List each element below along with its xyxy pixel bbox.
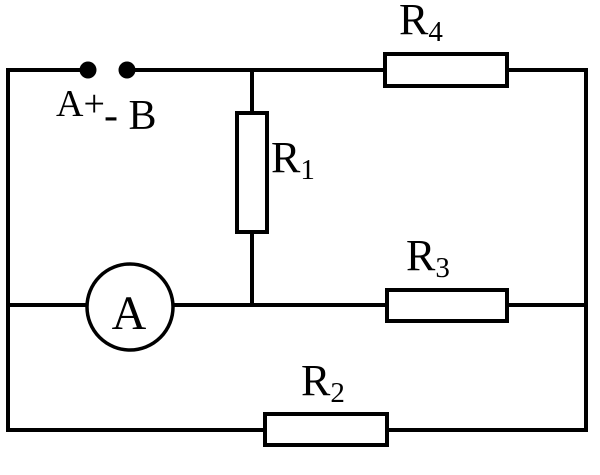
resistor-r2-label-sub: 2	[330, 377, 345, 409]
resistor-r4-label: R4	[399, 0, 443, 48]
resistor-r2-label-main: R	[301, 356, 331, 405]
terminal-a-label: A+	[56, 83, 105, 125]
ammeter-label: A	[112, 287, 147, 340]
resistor-r1-body	[235, 111, 269, 234]
terminal-a-dot	[79, 61, 97, 79]
resistor-r4-body	[383, 52, 509, 88]
resistor-r3-label-sub: 3	[435, 252, 450, 284]
resistor-r1-label: R1	[271, 133, 315, 186]
terminal-b-dot	[118, 61, 136, 79]
resistor-r3-label: R3	[406, 231, 450, 284]
resistor-r2: R2	[263, 356, 389, 447]
resistor-r4-label-main: R	[399, 0, 429, 44]
ammeter-circle	[85, 262, 175, 352]
resistor-r1: R1	[235, 111, 315, 234]
resistor-r1-label-main: R	[271, 133, 301, 182]
resistor-r4: R4	[383, 0, 509, 88]
resistor-r2-body	[263, 412, 389, 447]
terminal-b-label: - B	[104, 93, 157, 139]
resistor-r2-label: R2	[301, 356, 345, 409]
resistor-r3: R3	[385, 231, 509, 323]
resistor-r4-label-sub: 4	[428, 16, 443, 48]
circuit-wires	[6, 68, 588, 432]
resistor-r3-label-main: R	[406, 231, 436, 280]
resistor-r1-label-sub: 1	[300, 154, 315, 186]
source-terminals: A+ - B	[56, 61, 157, 139]
ammeter: A	[85, 262, 175, 352]
resistor-r3-body	[385, 288, 509, 323]
